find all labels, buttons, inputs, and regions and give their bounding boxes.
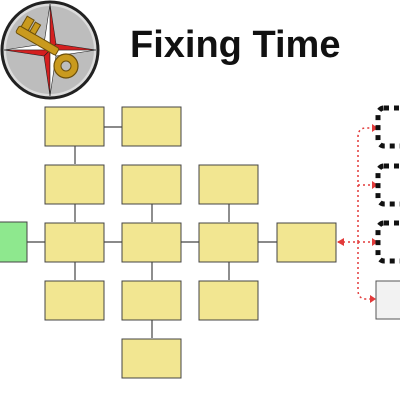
process-box [121,106,182,147]
arrowhead [337,238,344,246]
process-box [121,164,182,205]
key-icon [15,15,79,79]
process-box [44,106,105,147]
process-box [198,280,259,321]
arrowhead [372,181,378,189]
process-box [44,222,105,263]
arrowhead [372,238,378,246]
process-box [44,164,105,205]
start-node [0,221,28,263]
arrowhead [370,295,376,303]
compass-rose-key-icon [0,0,100,100]
connector-lines [27,126,277,338]
process-box [121,222,182,263]
process-box [121,338,182,379]
grey-box [375,280,400,320]
dotted-branch-connectors [337,124,378,303]
process-box [276,222,337,263]
page-title: Fixing Time [130,24,341,66]
process-box [44,280,105,321]
process-box [198,222,259,263]
dashed-box [375,163,400,207]
process-box [198,164,259,205]
process-box [121,280,182,321]
dashed-box [375,105,400,149]
dashed-box [375,220,400,264]
arrowhead [372,124,378,132]
